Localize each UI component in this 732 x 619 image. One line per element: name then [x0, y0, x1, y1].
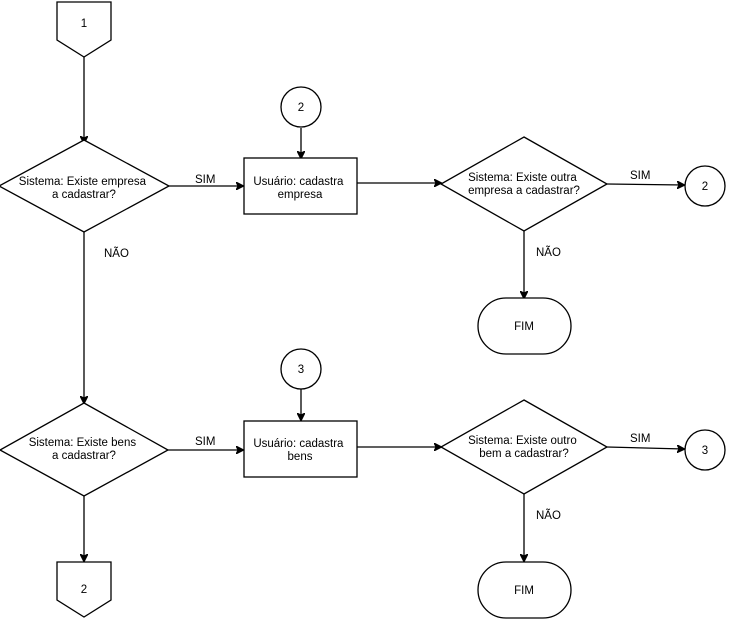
terminator-fim-top-label: FIM	[514, 321, 534, 333]
decision-existe-outra-empresa-line-1: Sistema: Existe outra	[468, 172, 577, 184]
offpage-connector-start: 1	[56, 1, 112, 58]
connector-circle-3-right-label: 3	[702, 445, 708, 457]
connector-circle-3-mid-label: 3	[298, 364, 304, 376]
decision-existe-outro-bem-line-1: Sistema: Existe outro	[468, 435, 577, 447]
connector-circle-2-right: 2	[684, 165, 726, 207]
terminator-fim-bottom: FIM	[477, 561, 572, 619]
offpage-connector-bottom: 2	[56, 561, 112, 618]
decision-existe-empresa: Sistema: Existe empresa a cadastrar?	[0, 139, 171, 233]
edge-label-nao-outra-empresa: NÃO	[536, 246, 561, 259]
decision-existe-bens-line-1: Sistema: Existe bens	[29, 437, 137, 449]
terminator-fim-top: FIM	[477, 297, 572, 355]
edge-label-sim-outro-bem: SIM	[630, 433, 650, 445]
svg-text:Sistema: Existe outra em: Sistema: Existe outra empresa a cadastra…	[468, 172, 580, 197]
process-cadastra-empresa-line-1: Usuário: cadastra	[253, 176, 344, 188]
connector-circle-3-right: 3	[684, 429, 726, 471]
edge-label-sim-bens: SIM	[195, 436, 215, 448]
connector-circle-2-top-label: 2	[298, 102, 304, 114]
offpage-connector-bottom-label: 2	[81, 584, 87, 596]
process-cadastra-bens: Usuário: cadastra bens	[243, 420, 358, 478]
connector-circle-3-mid: 3	[280, 348, 322, 390]
decision-existe-outra-empresa: Sistema: Existe outra empresa a cadastra…	[439, 136, 609, 232]
process-cadastra-empresa-line-2: empresa	[278, 189, 323, 201]
svg-text:Usuário: cadastra empres: Usuário: cadastra empresa	[253, 176, 346, 201]
offpage-connector-start-label: 1	[81, 18, 87, 30]
decision-existe-outro-bem-line-2: bem a cadastrar?	[479, 448, 569, 460]
connector-circle-2-right-label: 2	[702, 181, 708, 193]
connector-circle-2-top: 2	[280, 86, 322, 128]
decision-existe-empresa-line-2: a cadastrar?	[52, 189, 116, 201]
edge-decision-outra-empresa-to-connector-2	[606, 184, 684, 185]
edge-label-sim-outra-empresa: SIM	[630, 170, 650, 182]
decision-existe-outra-empresa-line-2: empresa a cadastrar?	[468, 185, 580, 197]
edge-decision-outro-bem-to-connector-3	[606, 447, 684, 449]
process-cadastra-bens-line-2: bens	[288, 451, 313, 463]
decision-existe-outro-bem: Sistema: Existe outro bem a cadastrar?	[439, 399, 609, 495]
terminator-fim-bottom-label: FIM	[514, 585, 534, 597]
svg-text:Sistema: Existe empresa: Sistema: Existe empresa a cadastrar?	[19, 176, 149, 201]
svg-text:Usuário: cadastra bens: Usuário: cadastra bens	[253, 438, 346, 463]
svg-text:Sistema: Existe bens a c: Sistema: Existe bens a cadastrar?	[29, 437, 140, 462]
decision-existe-bens-line-2: a cadastrar?	[52, 450, 116, 462]
edges	[84, 57, 684, 561]
process-cadastra-bens-line-1: Usuário: cadastra	[253, 438, 344, 450]
edge-label-nao-outro-bem: NÃO	[536, 509, 561, 522]
process-cadastra-empresa: Usuário: cadastra empresa	[243, 157, 358, 215]
edge-labels: SIM NÃO SIM NÃO SIM SIM NÃO	[104, 170, 650, 522]
edge-label-sim-empresa: SIM	[195, 174, 215, 186]
decision-existe-empresa-line-1: Sistema: Existe empresa	[19, 176, 147, 188]
edge-label-nao-empresa: NÃO	[104, 247, 129, 260]
svg-text:Sistema: Existe outro be: Sistema: Existe outro bem a cadastrar?	[468, 435, 580, 460]
decision-existe-bens: Sistema: Existe bens a cadastrar?	[0, 402, 170, 497]
